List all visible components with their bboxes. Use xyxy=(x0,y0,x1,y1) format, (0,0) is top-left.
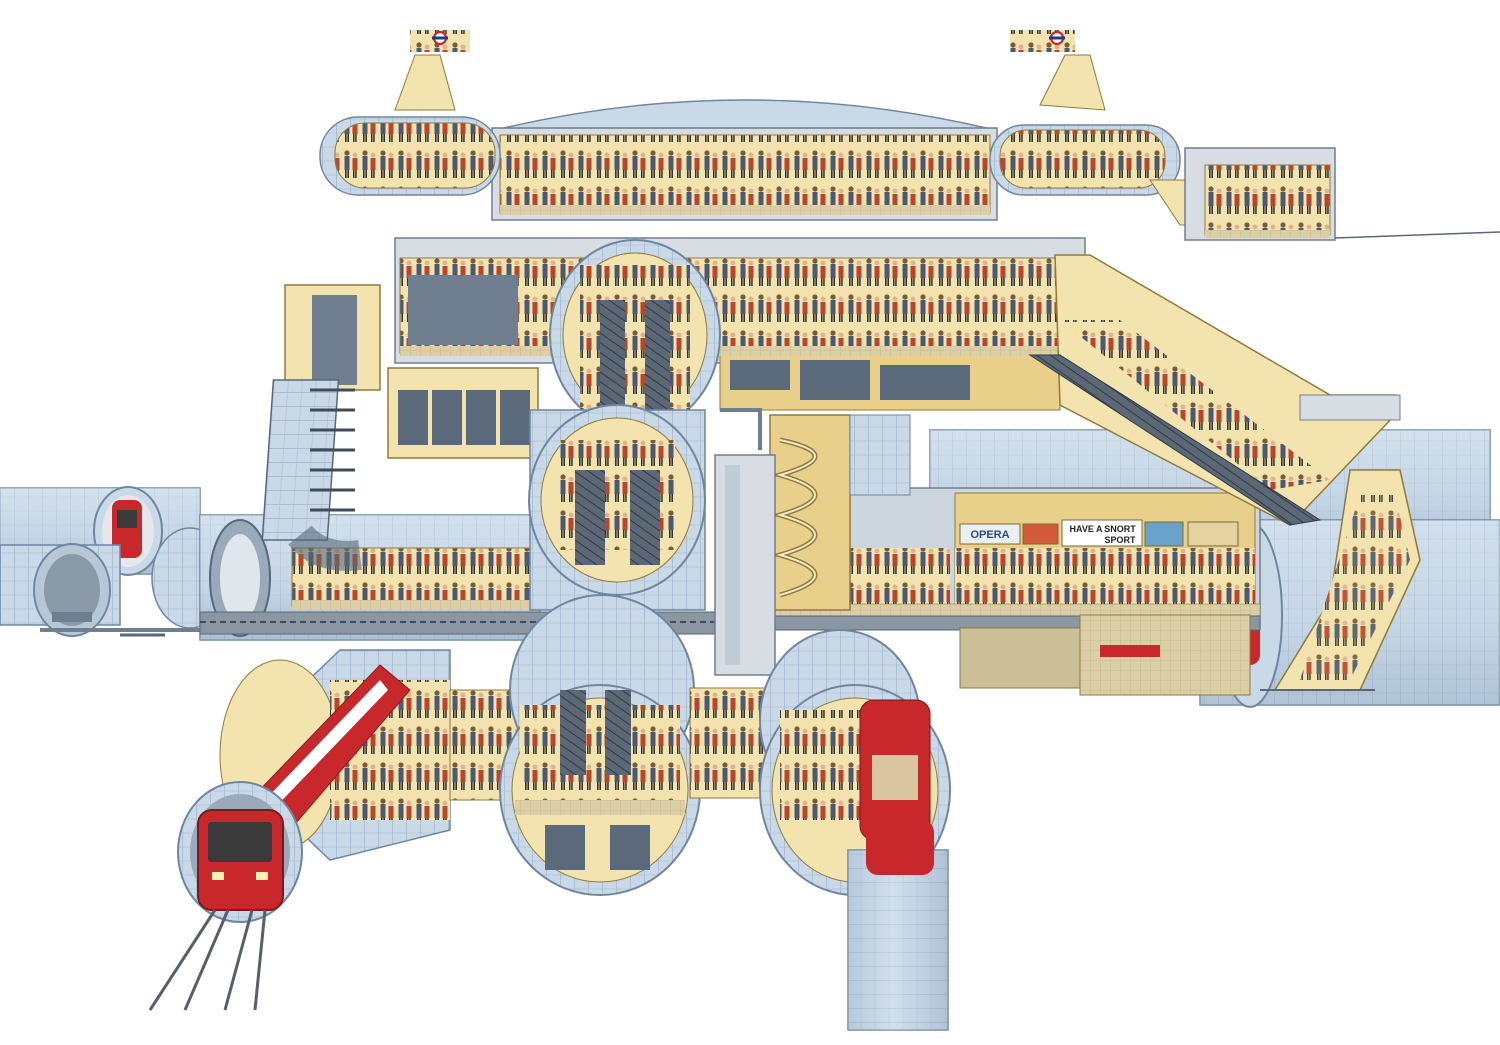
top-right-entrance-tunnel xyxy=(989,30,1206,226)
advert-poster xyxy=(1144,521,1184,547)
track-and-pipework xyxy=(120,408,1375,691)
left-running-tunnels xyxy=(0,486,229,637)
svg-text:HAVE A: HAVE A xyxy=(1069,524,1103,534)
opera-poster: OPERA xyxy=(959,523,1021,545)
top-concourse-dome xyxy=(491,99,998,221)
svg-text:SNORT: SNORT xyxy=(1104,524,1136,534)
control-panels xyxy=(408,275,518,345)
top-right-office-block xyxy=(1184,147,1500,241)
advert-poster xyxy=(1022,523,1059,545)
escalator-shaft-middle xyxy=(528,404,706,611)
equipment-room xyxy=(387,367,539,459)
train-front-approaching xyxy=(148,781,303,1011)
have-a-snort-sport-poster: HAVE A SNORT SPORT xyxy=(1061,519,1143,547)
main-cross-passage-tunnel xyxy=(199,514,761,641)
descending-running-tunnel xyxy=(847,820,949,1031)
advert-poster xyxy=(1187,521,1239,547)
ticket-hall-level xyxy=(394,237,1086,411)
escalator-shaft-upper xyxy=(549,239,721,431)
ventilation-shaft xyxy=(261,284,381,571)
svg-text:SPORT: SPORT xyxy=(1104,535,1136,545)
vertical-lift-shaft xyxy=(714,454,776,676)
svg-text:OPERA: OPERA xyxy=(970,529,1009,541)
lower-center-platform-tunnel xyxy=(499,594,771,896)
escalator-incline-passage xyxy=(1028,254,1421,691)
top-left-entrance-tunnel xyxy=(319,30,501,196)
